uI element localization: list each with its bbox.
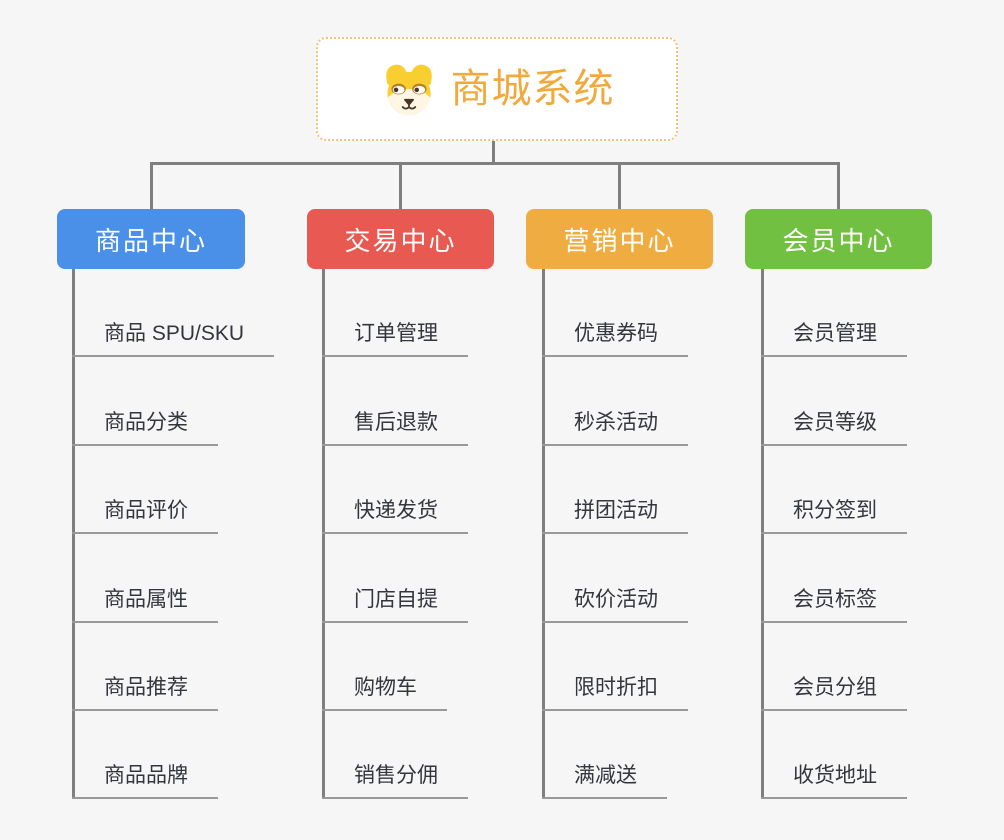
leaf-node[interactable]: 商品品牌: [72, 761, 218, 799]
leaf-node[interactable]: 会员分组: [761, 673, 907, 711]
branch-node-member-center[interactable]: 会员中心: [745, 209, 932, 269]
leaf-node[interactable]: 商品分类: [72, 408, 218, 446]
leaf-node[interactable]: 商品评价: [72, 496, 218, 534]
dog-face-icon: [380, 62, 438, 116]
leaf-node[interactable]: 收货地址: [761, 761, 907, 799]
branch-node-marketing-center[interactable]: 营销中心: [526, 209, 713, 269]
leaf-node[interactable]: 售后退款: [322, 408, 468, 446]
leaf-node[interactable]: 拼团活动: [542, 496, 688, 534]
branch-node-trade-center[interactable]: 交易中心: [307, 209, 494, 269]
leaf-node[interactable]: 购物车: [322, 673, 447, 711]
leaf-node[interactable]: 商品属性: [72, 585, 218, 623]
leaf-node[interactable]: 优惠券码: [542, 319, 688, 357]
root-title: 商城系统: [450, 67, 615, 111]
connector-line: [150, 162, 840, 165]
branch-node-product-center[interactable]: 商品中心: [57, 209, 245, 269]
leaf-node[interactable]: 积分签到: [761, 496, 907, 534]
branch-node-label: 营销中心: [563, 225, 676, 256]
leaf-node[interactable]: 砍价活动: [542, 585, 688, 623]
leaf-node[interactable]: 商品推荐: [72, 673, 218, 711]
leaf-node[interactable]: 满减送: [542, 761, 667, 799]
root-node[interactable]: 商城系统: [316, 37, 678, 141]
leaf-node[interactable]: 会员标签: [761, 585, 907, 623]
leaf-node[interactable]: 秒杀活动: [542, 408, 688, 446]
leaf-node[interactable]: 会员等级: [761, 408, 907, 446]
connector-line: [837, 162, 840, 209]
connector-line: [492, 141, 495, 165]
branch-node-label: 会员中心: [782, 225, 895, 256]
leaf-node[interactable]: 门店自提: [322, 585, 468, 623]
connector-line: [399, 162, 402, 209]
leaf-node[interactable]: 快递发货: [322, 496, 468, 534]
connector-line: [542, 269, 545, 799]
leaf-node[interactable]: 商品 SPU/SKU: [72, 319, 275, 357]
connector-line: [150, 162, 153, 209]
branch-node-label: 交易中心: [344, 225, 457, 256]
leaf-node[interactable]: 会员管理: [761, 319, 907, 357]
branch-node-label: 商品中心: [94, 225, 207, 256]
leaf-node[interactable]: 销售分佣: [322, 761, 468, 799]
leaf-node[interactable]: 限时折扣: [542, 673, 688, 711]
connector-line: [322, 269, 325, 799]
connector-line: [761, 269, 764, 799]
leaf-node[interactable]: 订单管理: [322, 319, 468, 357]
connector-line: [618, 162, 621, 209]
connector-line: [72, 269, 75, 799]
